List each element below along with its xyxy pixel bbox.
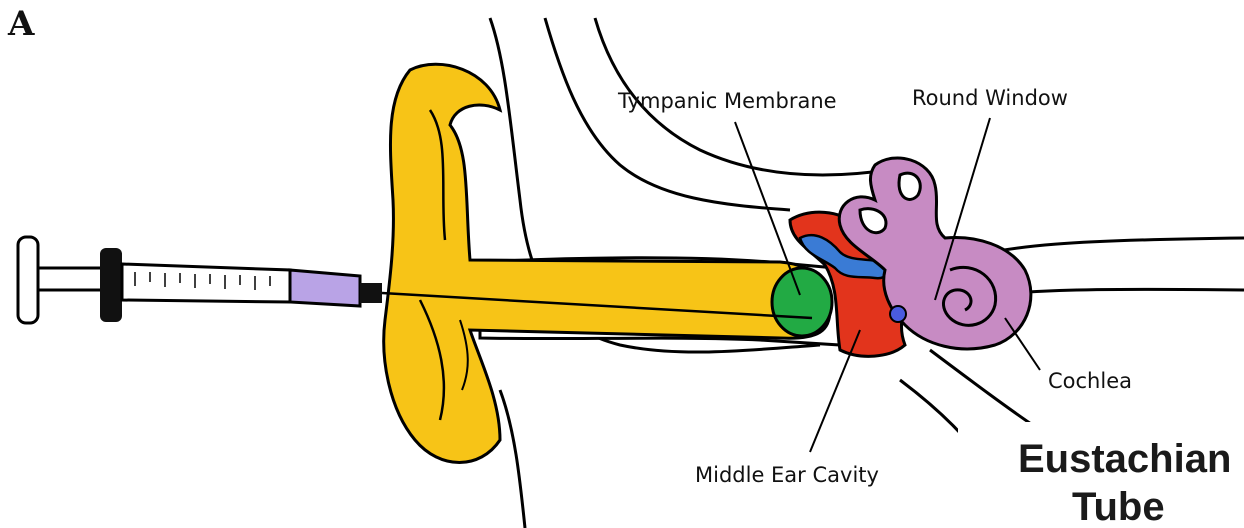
label-round-window: Round Window: [912, 86, 1068, 110]
label-tube: Tube: [1072, 485, 1165, 528]
tympanic-membrane: [772, 268, 832, 336]
outer-ear: [384, 64, 830, 462]
label-tympanic-membrane: Tympanic Membrane: [617, 89, 837, 113]
syringe-fluid: [290, 270, 360, 306]
label-middle-ear-cavity: Middle Ear Cavity: [695, 463, 879, 487]
label-cochlea: Cochlea: [1048, 369, 1132, 393]
label-eustachian: Eustachian: [1018, 437, 1231, 481]
round-window: [890, 306, 906, 322]
